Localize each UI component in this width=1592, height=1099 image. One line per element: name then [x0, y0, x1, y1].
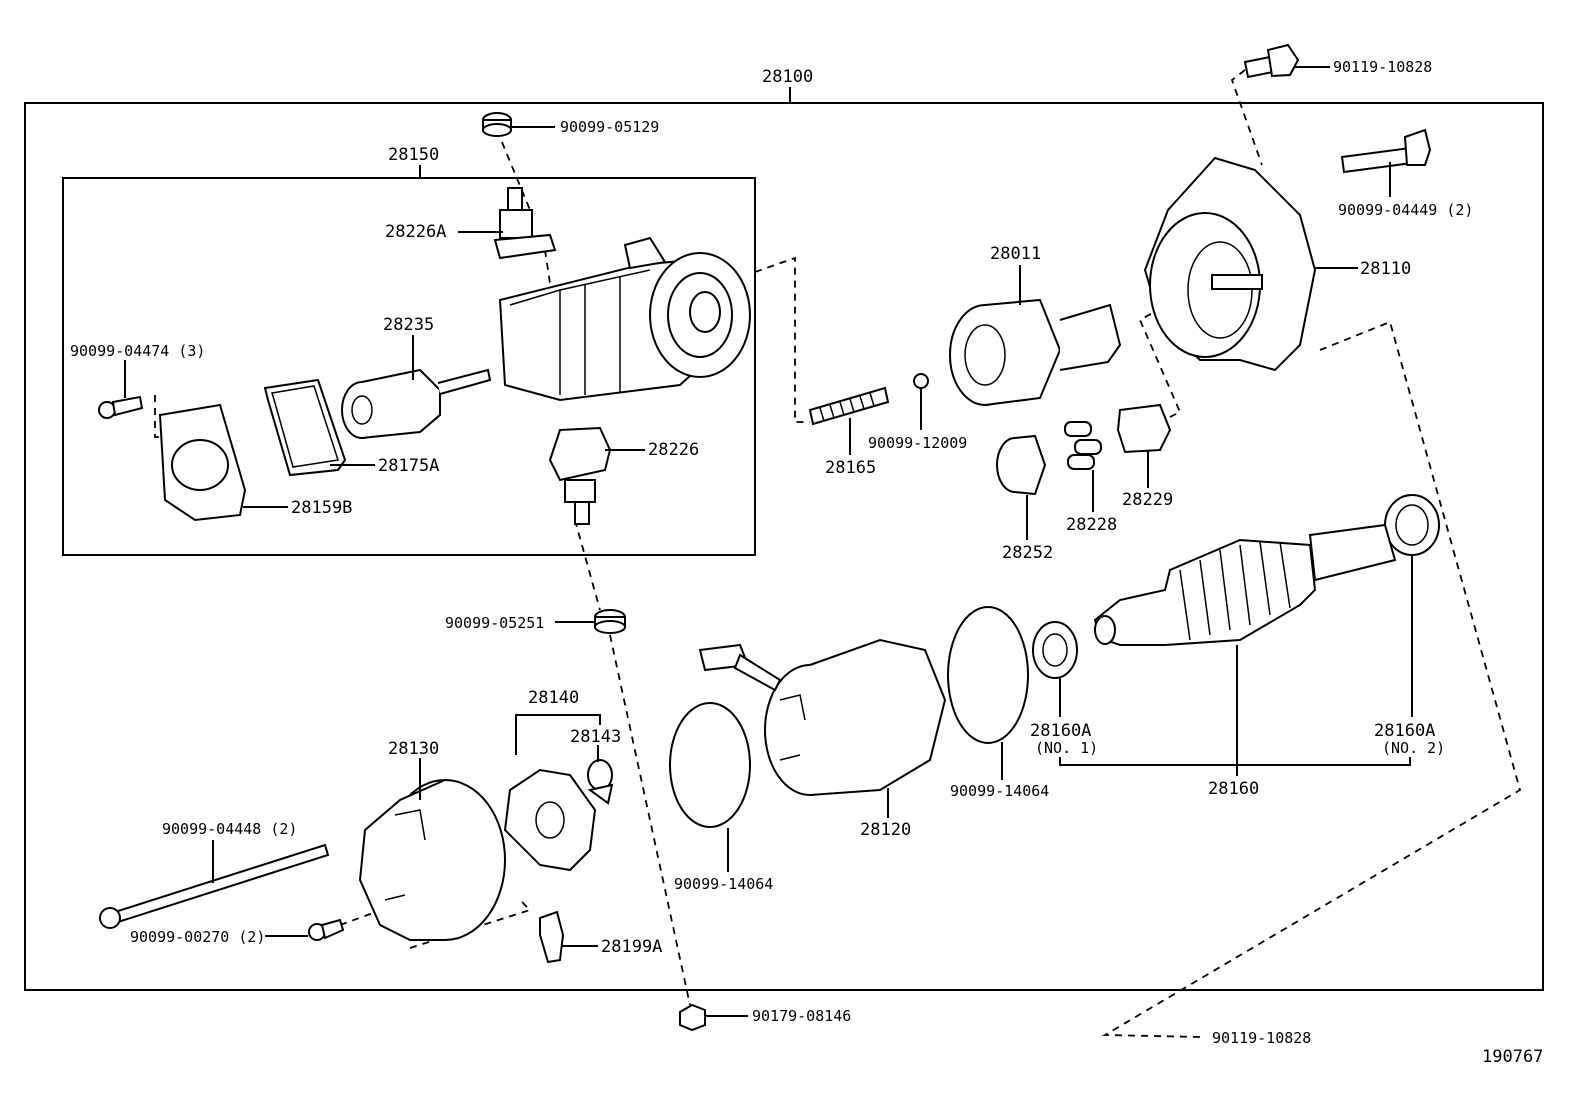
label-subassembly-28150: 28150	[388, 145, 439, 165]
clutch-28011[interactable]	[949, 298, 1122, 406]
leader-lines	[124, 66, 1413, 1017]
label-90099-12009[interactable]: 90099-12009	[868, 434, 967, 452]
bearing-28160A-no2[interactable]	[1384, 494, 1440, 556]
label-28140[interactable]: 28140	[528, 688, 579, 708]
screw-90099-04474[interactable]	[98, 395, 144, 419]
label-28130[interactable]: 28130	[388, 739, 439, 759]
label-90099-04449[interactable]: 90099-04449 (2)	[1338, 201, 1473, 219]
o-ring-90099-14064-right[interactable]	[947, 606, 1029, 744]
label-28252[interactable]: 28252	[1002, 543, 1053, 563]
clip-28143[interactable]	[587, 759, 614, 805]
yoke-28120[interactable]	[698, 638, 947, 796]
spring-28165[interactable]	[808, 386, 890, 426]
nut-90179-08146[interactable]	[679, 1003, 706, 1032]
figure-number: 190767	[1482, 1047, 1543, 1067]
washer-90099-05251[interactable]	[594, 609, 626, 634]
ball-90099-12009[interactable]	[913, 373, 929, 389]
housing-28110[interactable]	[1143, 156, 1317, 372]
retainer-28229[interactable]	[1116, 403, 1172, 454]
assembly-frame-28100	[24, 102, 1544, 991]
boot-28199A[interactable]	[539, 910, 565, 964]
label-90099-00270[interactable]: 90099-00270 (2)	[130, 928, 265, 946]
label-28160A-no1[interactable]: 28160A	[1030, 721, 1091, 741]
label-28226A[interactable]: 28226A	[385, 222, 446, 242]
label-90119-10828-bottom[interactable]: 90119-10828	[1212, 1029, 1311, 1047]
label-90099-04474[interactable]: 90099-04474 (3)	[70, 342, 205, 360]
label-28226[interactable]: 28226	[648, 440, 699, 460]
label-90099-14064-left[interactable]: 90099-14064	[674, 875, 773, 893]
label-28235[interactable]: 28235	[383, 315, 434, 335]
o-ring-90099-14064-left[interactable]	[669, 702, 751, 828]
bearing-28160A-no1[interactable]	[1032, 621, 1078, 679]
subassembly-frame-28150	[62, 177, 756, 556]
label-28120[interactable]: 28120	[860, 820, 911, 840]
bolt-90119-10828-top[interactable]	[1243, 43, 1300, 79]
label-90099-04448[interactable]: 90099-04448 (2)	[162, 820, 297, 838]
label-28165[interactable]: 28165	[825, 458, 876, 478]
label-28160[interactable]: 28160	[1208, 779, 1259, 799]
label-assembly-28100: 28100	[762, 67, 813, 87]
label-28160A-no2[interactable]: 28160A	[1374, 721, 1435, 741]
label-90119-10828-top[interactable]: 90119-10828	[1333, 58, 1432, 76]
bolt-90099-04449[interactable]	[1340, 128, 1432, 174]
label-28143[interactable]: 28143	[570, 727, 621, 747]
label-28160A-no2-note: (NO. 2)	[1382, 739, 1445, 757]
bolt-90099-04448[interactable]	[99, 843, 330, 929]
nut-90099-05129[interactable]	[482, 112, 512, 137]
label-28175A[interactable]: 28175A	[378, 456, 439, 476]
label-90179-08146[interactable]: 90179-08146	[752, 1007, 851, 1025]
solenoid-housing[interactable]	[498, 236, 751, 402]
terminal-28226A[interactable]	[493, 187, 557, 260]
label-90099-05129[interactable]: 90099-05129	[560, 118, 659, 136]
label-28160A-no1-note: (NO. 1)	[1035, 739, 1098, 757]
screw-90099-00270[interactable]	[308, 918, 345, 941]
rollers-28228[interactable]	[1064, 421, 1102, 470]
label-28159B[interactable]: 28159B	[291, 498, 352, 518]
cover-28159B[interactable]	[158, 403, 247, 522]
plunger-28235[interactable]	[341, 368, 492, 439]
brush-holder-28140[interactable]	[503, 768, 597, 872]
label-90099-14064-right[interactable]: 90099-14064	[950, 782, 1049, 800]
terminal-28226[interactable]	[548, 426, 612, 525]
label-28011[interactable]: 28011	[990, 244, 1041, 264]
armature-28160[interactable]	[1093, 523, 1397, 646]
end-frame-28130[interactable]	[358, 779, 506, 941]
label-28199A[interactable]: 28199A	[601, 937, 662, 957]
gasket-28175A[interactable]	[263, 378, 347, 477]
label-28110[interactable]: 28110	[1360, 259, 1411, 279]
label-90099-05251[interactable]: 90099-05251	[445, 614, 544, 632]
label-28229[interactable]: 28229	[1122, 490, 1173, 510]
label-28228[interactable]: 28228	[1066, 515, 1117, 535]
dashed-connectors	[154, 69, 1522, 1038]
gear-28252[interactable]	[996, 434, 1047, 496]
